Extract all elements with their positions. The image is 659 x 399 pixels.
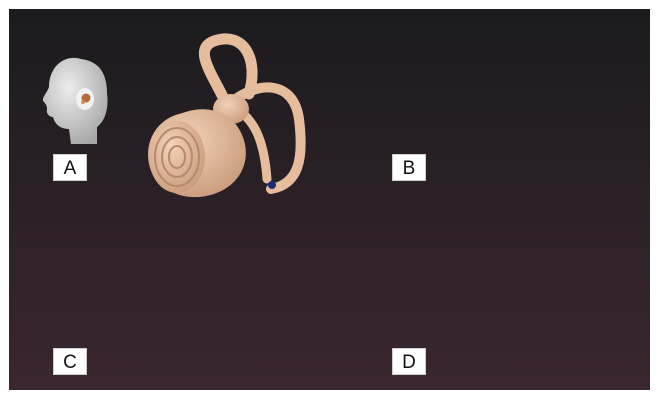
panel-label-d: D <box>392 348 426 375</box>
panel-label-b: B <box>392 154 426 181</box>
panel-label-a: A <box>53 154 87 181</box>
background <box>9 9 650 390</box>
figure-canvas <box>9 9 650 390</box>
panel-label-c: C <box>53 348 87 375</box>
marker-a <box>268 181 276 189</box>
figure-stage: A B C D <box>9 9 650 390</box>
